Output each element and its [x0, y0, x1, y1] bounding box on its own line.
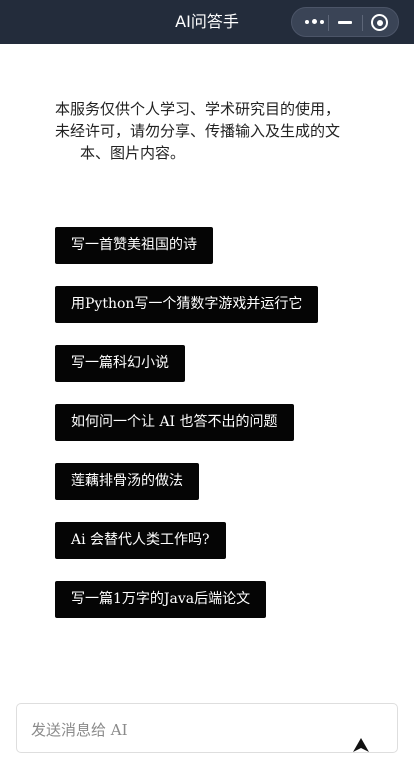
suggestion-chip[interactable]: 写一篇科幻小说: [55, 345, 185, 382]
message-input-bar: [16, 703, 398, 753]
notice-line: 本服务仅供个人学习、学术研究目的使用，: [55, 100, 341, 118]
capsule-divider: [362, 15, 363, 31]
more-dots-icon[interactable]: [302, 8, 326, 36]
suggestion-chip[interactable]: 写一首赞美祖国的诗: [55, 227, 213, 264]
notice-line: 本、图片内容。: [80, 144, 186, 162]
suggestion-chip[interactable]: 如何问一个让 AI 也答不出的问题: [55, 404, 294, 441]
page-title: AI问答手: [175, 12, 239, 31]
mini-program-capsule: [291, 7, 399, 37]
message-input[interactable]: [29, 714, 343, 746]
notice-line: 未经许可，请勿分享、传播输入及生成的文: [55, 122, 341, 140]
suggestion-chip[interactable]: Ai 会替代人类工作吗?: [55, 522, 226, 559]
capsule-divider: [328, 15, 329, 31]
suggestion-chip[interactable]: 用Python写一个猜数字游戏并运行它: [55, 286, 319, 323]
send-arrow-icon[interactable]: [353, 738, 369, 752]
minimize-icon[interactable]: [338, 21, 352, 24]
usage-notice: 本服务仅供个人学习、学术研究目的使用， 未经许可，请勿分享、传播输入及生成的文 …: [55, 98, 375, 164]
suggestion-chip[interactable]: 写一篇1万字的Java后端论文: [55, 581, 267, 618]
close-target-icon[interactable]: [371, 14, 388, 31]
suggestion-chip[interactable]: 莲藕排骨汤的做法: [55, 463, 199, 500]
